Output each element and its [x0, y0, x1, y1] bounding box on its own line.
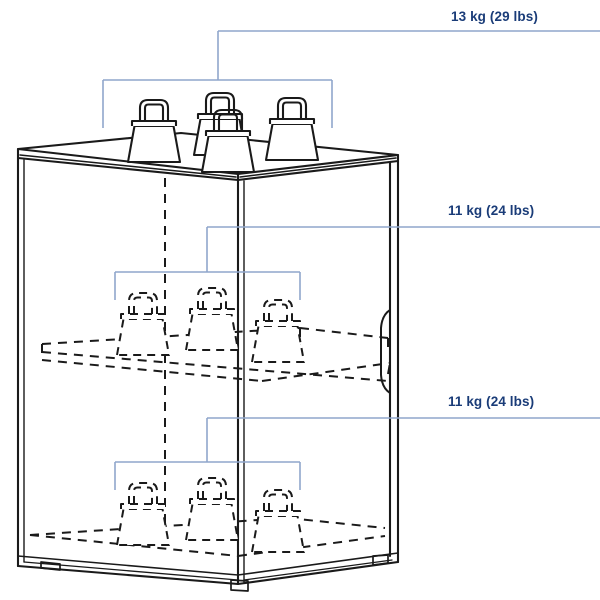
weight-top-1 [126, 98, 182, 164]
weight-bot-2 [185, 477, 239, 541]
leader-cabinet-top [102, 30, 600, 128]
weight-bot-3 [251, 489, 305, 553]
capacity-label-cabinet-top: 13 kg (29 lbs) [451, 9, 538, 24]
capacity-label-lower-shelf: 11 kg (24 lbs) [448, 394, 535, 409]
cabinet-right-door [380, 159, 400, 564]
cabinet-feet [40, 554, 389, 592]
weight-bot-1 [116, 482, 170, 546]
weights-on-cabinet-top [126, 91, 320, 174]
capacity-label-upper-shelf: 11 kg (24 lbs) [448, 203, 535, 218]
leader-upper-shelf [114, 226, 600, 300]
foot-front [230, 579, 249, 592]
foot-left [40, 561, 61, 571]
cabinet-front-edge [236, 178, 245, 586]
leader-lower-shelf [114, 417, 600, 490]
foot-right [372, 554, 389, 566]
weight-mid-1 [116, 292, 170, 356]
weights-on-upper-shelf [116, 287, 305, 363]
cabinet-left-panel [16, 156, 25, 568]
weights-on-lower-shelf [116, 477, 305, 553]
weight-mid-3 [251, 299, 305, 363]
door-handle-recess [380, 309, 391, 394]
weight-top-4 [264, 96, 320, 162]
callout-leader-lines [102, 30, 600, 490]
weight-mid-2 [185, 287, 239, 351]
cabinet-bottom-panel [16, 552, 400, 586]
